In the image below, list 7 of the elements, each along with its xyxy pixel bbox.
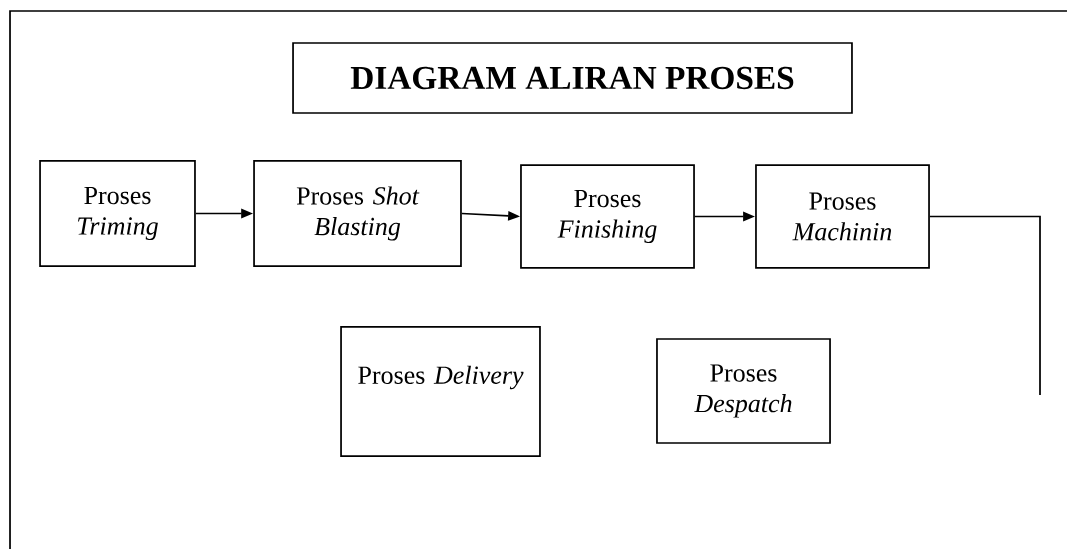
process-box: Proses Delivery [340,326,541,457]
process-box: Proses Shot Blasting [253,160,462,267]
process-box: Proses Machinin [755,164,930,269]
process-box: Proses Despatch [656,338,831,444]
title-box: DIAGRAM ALIRAN PROSES [292,42,853,114]
process-box: Proses Triming [39,160,196,267]
process-box: Proses Finishing [520,164,695,269]
